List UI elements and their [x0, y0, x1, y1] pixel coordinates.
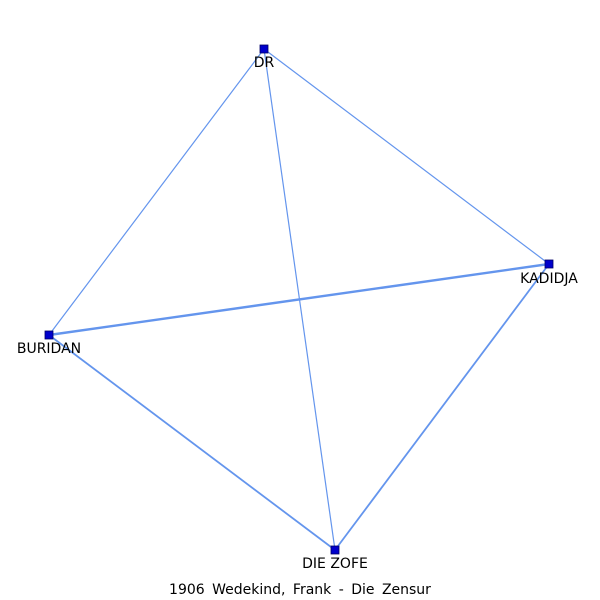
node-label-die-zofe: DIE ZOFE — [302, 556, 368, 572]
node-label-buridan: BURIDAN — [17, 341, 81, 357]
node-label-dr: DR — [254, 55, 275, 71]
nodes-layer: DR KADIDJA BURIDAN DIE ZOFE — [17, 44, 578, 572]
edge-dr-buridan — [48, 48, 265, 336]
edge-buridan-kadidja — [48, 262, 550, 337]
node-kadidja[interactable] — [544, 259, 554, 269]
edges-layer — [48, 48, 550, 551]
edge-buridan-die-zofe — [48, 334, 336, 551]
node-buridan[interactable] — [44, 330, 54, 340]
node-dr[interactable] — [259, 44, 269, 54]
edge-dr-kadidja — [263, 48, 550, 265]
edge-kadidja-die-zofe — [334, 263, 550, 551]
node-die-zofe[interactable] — [330, 545, 340, 555]
node-label-kadidja: KADIDJA — [520, 271, 578, 287]
graph-caption: 1906 Wedekind, Frank - Die Zensur — [169, 582, 431, 598]
